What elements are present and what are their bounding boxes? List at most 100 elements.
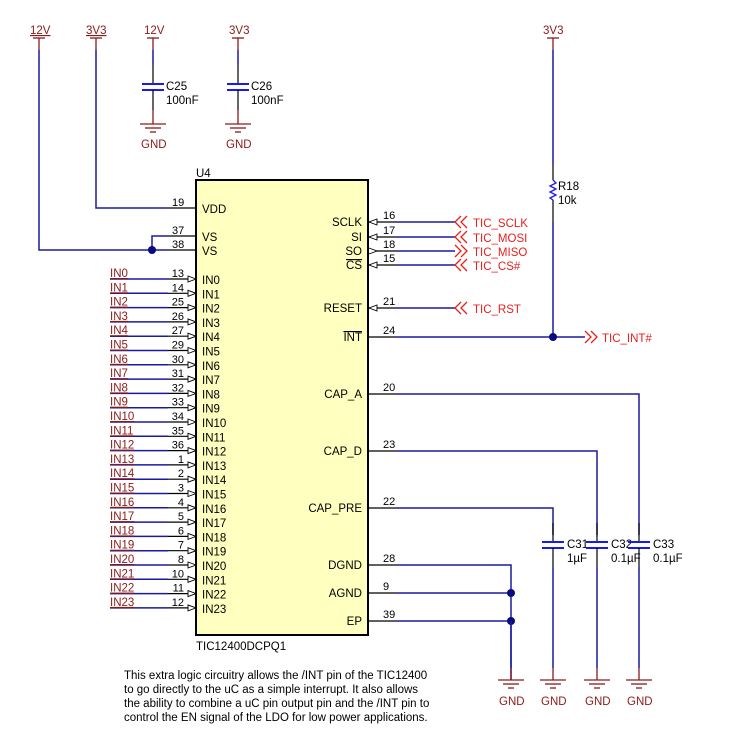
power-port-12v: 12V [30, 25, 51, 50]
pin-number: 24 [383, 325, 395, 337]
gnd-symbol: GND [498, 621, 525, 708]
pin-number: 16 [383, 210, 395, 222]
net-label: IN18 [110, 525, 134, 537]
net-label: IN3 [110, 311, 128, 323]
pin-number: 7 [178, 540, 184, 552]
pin-name: IN3 [202, 318, 220, 330]
gnd-label: GND [499, 696, 525, 708]
pin-name: VS [202, 232, 218, 244]
pin-number: 23 [383, 439, 395, 451]
wire-12v-vs [38, 50, 152, 251]
input-arrow-icon [187, 389, 198, 398]
pin-number: 1 [178, 454, 184, 466]
port-input-icon [454, 230, 468, 244]
c32-value: 0.1µF [611, 553, 641, 565]
port-label[interactable]: TIC_SCLK [473, 218, 528, 230]
c32-ref: C32 [611, 539, 632, 551]
input-arrow-icon [187, 361, 198, 369]
input-arrow-icon [187, 604, 198, 612]
pin-number: 22 [383, 496, 395, 508]
pin-name: IN11 [202, 432, 225, 444]
net-label: IN0 [110, 268, 128, 280]
net-label: IN15 [110, 483, 134, 495]
net-label: IN7 [110, 368, 128, 380]
pin-name: VS [202, 246, 218, 258]
pin-vdd: 19 VDD [168, 197, 226, 216]
input-arrow-icon [187, 532, 198, 541]
pin-name: CAP_D [324, 446, 362, 458]
chip-body [195, 179, 369, 636]
pin-number: 12 [172, 597, 184, 609]
capacitor-c26: 3V3 GND C26 100nF [225, 25, 284, 151]
input-arrow-icon [187, 589, 198, 598]
c26-value: 100nF [251, 95, 284, 107]
gnd-label: GND [585, 696, 611, 708]
pin-name: IN18 [202, 532, 226, 544]
pin-number: 21 [383, 296, 395, 308]
pin-number: 20 [383, 382, 395, 394]
input-arrow-icon [187, 446, 198, 455]
gnd-label: GND [627, 696, 653, 708]
pin-vs-37: 37 VS [168, 225, 218, 244]
port-label[interactable]: TIC_MISO [473, 247, 527, 259]
wire-cap-d [396, 450, 598, 535]
pin-name: IN2 [202, 304, 220, 316]
port-label[interactable]: TIC_MOSI [473, 233, 527, 245]
pin-name: CAP_A [324, 389, 362, 401]
pin-name: SI [351, 232, 362, 244]
net-label: IN12 [110, 440, 134, 452]
input-arrow-icon [187, 275, 198, 283]
pin-number: 14 [172, 282, 184, 294]
ground-symbols: GND GND GND GND [498, 621, 653, 708]
power-label-12v-c25: 12V [144, 25, 165, 37]
net-label: IN11 [110, 425, 133, 437]
port-label[interactable]: TIC_RST [473, 304, 521, 316]
pin-number: 32 [172, 382, 184, 394]
gnd-symbol: GND [626, 668, 653, 708]
net-label: IN9 [110, 397, 128, 409]
gnd-label: GND [541, 696, 567, 708]
input-arrow-icon [187, 518, 198, 526]
gnd-symbol: GND [584, 668, 611, 708]
resistor-r18: 3V3 R18 10k [543, 25, 579, 341]
input-arrow-icon [187, 375, 198, 383]
note-line: This extra logic circuitry allows the /I… [124, 670, 427, 682]
input-arrow-icon [187, 303, 198, 312]
pin-cap_a: CAP_A 20 [324, 382, 396, 401]
pin-number: 31 [172, 368, 184, 380]
wire-cap-pre [396, 507, 554, 535]
gnd-label: GND [226, 139, 252, 151]
chip-ref: U4 [196, 168, 211, 180]
pin-name: IN19 [202, 547, 226, 559]
pin-number: 8 [178, 554, 184, 566]
input-arrow-icon [187, 461, 198, 469]
pin-number: 27 [172, 325, 184, 337]
power-label-12v: 12V [30, 25, 51, 37]
input-arrow-icon [187, 475, 198, 483]
note-line: the ability to combine a uC pin output p… [124, 698, 429, 710]
port-label[interactable]: TIC_INT# [602, 333, 652, 345]
pin-number: 9 [383, 581, 389, 593]
input-arrow-icon [367, 304, 378, 312]
output-arrow-icon [368, 247, 379, 255]
port-label[interactable]: TIC_CS# [473, 261, 521, 273]
pin-name: EP [347, 616, 363, 628]
pin-number: 28 [383, 553, 395, 565]
gnd-symbol: GND [540, 668, 567, 708]
pin-number: 18 [383, 239, 395, 251]
wire-vs-join [151, 235, 168, 250]
